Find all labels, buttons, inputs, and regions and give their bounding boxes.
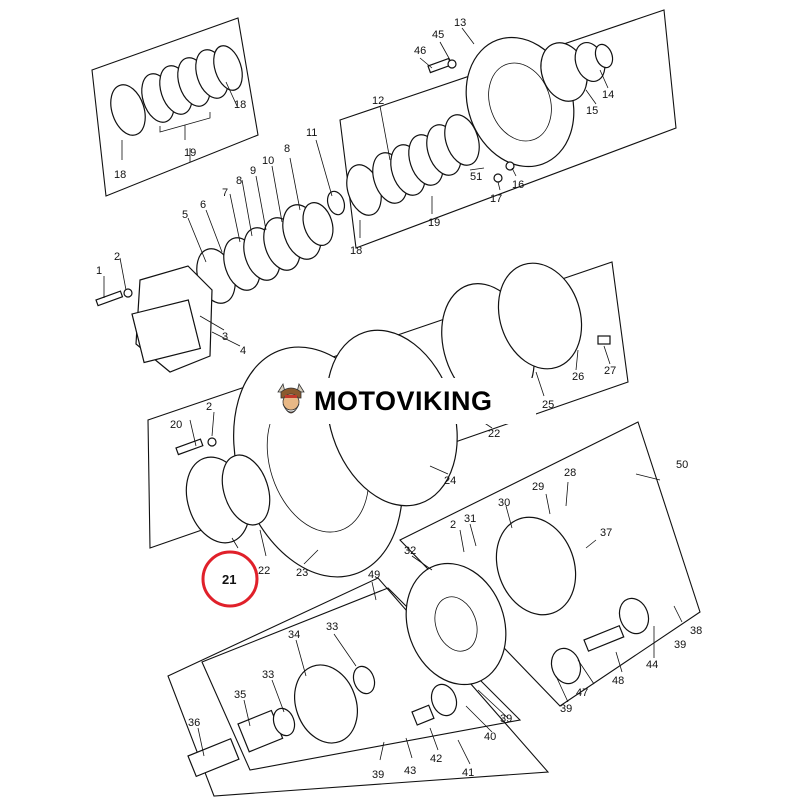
ring-stack-middle xyxy=(326,114,515,216)
callout-8: 8 xyxy=(236,175,242,187)
leader-lines xyxy=(103,27,683,765)
callout-48: 48 xyxy=(612,675,624,687)
brand-name: MOTOVIKING xyxy=(314,385,493,416)
callout-22: 22 xyxy=(488,428,500,440)
callout-20: 20 xyxy=(170,419,182,431)
callout-47: 47 xyxy=(576,687,588,699)
callout-39: 39 xyxy=(674,639,686,651)
callout-38: 38 xyxy=(690,625,702,637)
callout-24: 24 xyxy=(444,475,456,487)
callout-26: 26 xyxy=(572,371,584,383)
callout-18: 18 xyxy=(350,245,362,257)
callout-19: 19 xyxy=(428,217,440,229)
planetary-carrier xyxy=(294,516,577,744)
callout-18: 18 xyxy=(114,169,126,181)
callout-2: 2 xyxy=(450,519,456,531)
callout-49: 49 xyxy=(368,569,380,581)
callout-33: 33 xyxy=(326,621,338,633)
callout-11: 11 xyxy=(306,127,317,139)
callout-37: 37 xyxy=(600,527,612,539)
gear-shafts xyxy=(187,597,650,778)
callout-22: 22 xyxy=(258,565,270,577)
callout-43: 43 xyxy=(404,765,416,777)
callout-46: 46 xyxy=(414,45,426,57)
callout-13: 13 xyxy=(454,17,466,29)
seal-stack-left xyxy=(196,202,334,304)
callout-14: 14 xyxy=(602,89,614,101)
callout-7: 7 xyxy=(222,187,228,199)
callout-8: 8 xyxy=(284,143,290,155)
callout-23: 23 xyxy=(296,567,308,579)
callout-39: 39 xyxy=(560,703,572,715)
callout-10: 10 xyxy=(262,155,274,167)
callout-41: 41 xyxy=(462,767,474,779)
callout-33: 33 xyxy=(262,669,274,681)
callout-3: 3 xyxy=(222,331,228,343)
callout-12: 12 xyxy=(372,95,384,107)
callout-40: 40 xyxy=(484,731,496,743)
callout-16: 16 xyxy=(512,179,524,191)
callout-31: 31 xyxy=(464,513,476,525)
viking-logo-icon xyxy=(277,382,305,414)
callout-labels: 1 2 3 4 5 6 7 8 8 9 10 11 12 13 14 15 16… xyxy=(96,17,702,781)
callout-2: 2 xyxy=(206,401,212,413)
callout-17: 17 xyxy=(490,193,502,205)
callout-5: 5 xyxy=(182,209,188,221)
floating-seal xyxy=(175,437,271,544)
callout-19: 19 xyxy=(184,147,196,159)
callout-2: 2 xyxy=(114,251,120,263)
callout-28: 28 xyxy=(564,467,576,479)
callout-51: 51 xyxy=(470,171,482,183)
callout-27: 27 xyxy=(604,365,616,377)
highlight-label: 21 xyxy=(222,572,236,587)
hub-flange-top-right xyxy=(427,36,614,168)
callout-42: 42 xyxy=(430,753,442,765)
callout-15: 15 xyxy=(586,105,598,117)
callout-39: 39 xyxy=(500,713,512,725)
callout-45: 45 xyxy=(432,29,444,41)
callout-32: 32 xyxy=(404,545,416,557)
callout-1: 1 xyxy=(96,265,102,277)
callout-35: 35 xyxy=(234,689,246,701)
callout-25: 25 xyxy=(542,399,554,411)
callout-9: 9 xyxy=(250,165,256,177)
ring-set-top-left xyxy=(110,45,243,140)
callout-18: 18 xyxy=(234,99,246,111)
callout-44: 44 xyxy=(646,659,658,671)
callout-34: 34 xyxy=(288,629,300,641)
callout-39: 39 xyxy=(372,769,384,781)
brand-watermark: MOTOVIKING xyxy=(266,378,536,424)
callout-50: 50 xyxy=(676,459,688,471)
callout-4: 4 xyxy=(240,345,246,357)
callout-30: 30 xyxy=(498,497,510,509)
callout-6: 6 xyxy=(200,199,206,211)
motor-housing xyxy=(95,265,213,373)
highlight-circle xyxy=(201,550,259,608)
callout-29: 29 xyxy=(532,481,544,493)
callout-36: 36 xyxy=(188,717,200,729)
